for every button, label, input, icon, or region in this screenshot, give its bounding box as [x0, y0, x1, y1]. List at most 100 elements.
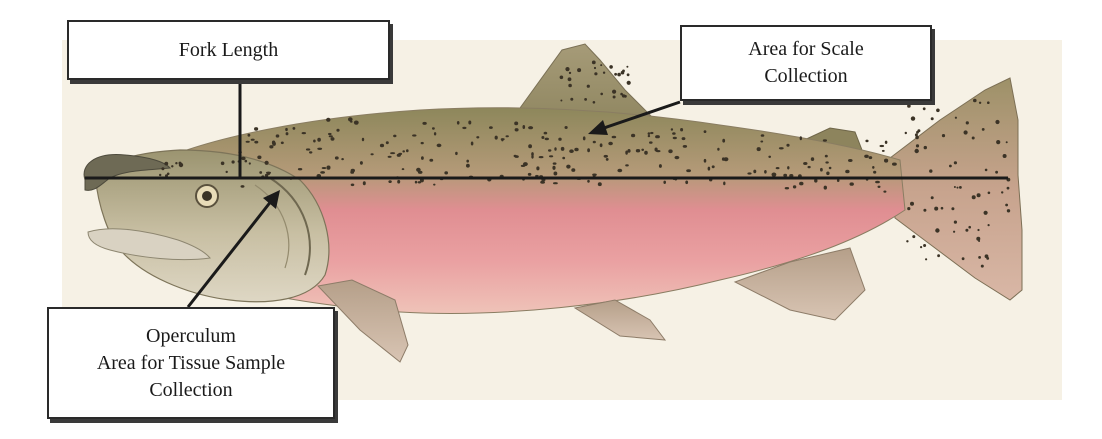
spot [924, 146, 927, 149]
spot [966, 121, 969, 124]
spot [587, 85, 590, 88]
spot [402, 168, 405, 170]
spot [471, 142, 474, 146]
spot [923, 107, 926, 110]
spot [985, 169, 988, 172]
spot [506, 135, 509, 137]
spot [600, 64, 602, 66]
spot [907, 207, 910, 210]
spot [412, 134, 416, 136]
spot [793, 185, 796, 188]
tissue-label-line3: Collection [149, 377, 232, 404]
spot [570, 98, 573, 101]
spot [604, 155, 608, 158]
spot [232, 160, 235, 163]
spot [925, 258, 927, 260]
spot [984, 211, 988, 215]
spot [641, 149, 644, 151]
spot [313, 140, 316, 143]
spot [317, 148, 322, 150]
spot [722, 139, 725, 143]
spot [351, 184, 355, 187]
spot [1003, 154, 1007, 158]
spot [648, 132, 651, 135]
spot [528, 126, 533, 129]
spot [941, 207, 944, 210]
spot [1001, 191, 1003, 193]
spot [251, 139, 255, 141]
spot [968, 226, 971, 229]
spot [915, 136, 919, 140]
spot [1007, 209, 1010, 212]
spot [785, 187, 789, 189]
spot [882, 150, 885, 152]
spot [167, 173, 170, 176]
spot [614, 73, 617, 76]
spot [954, 221, 957, 224]
spot [776, 167, 780, 169]
spot [489, 126, 493, 129]
spot [988, 192, 991, 195]
spot [455, 152, 458, 155]
spot [539, 156, 544, 158]
spot [514, 122, 518, 126]
spot [528, 173, 532, 176]
spot [248, 134, 251, 137]
spot [560, 76, 564, 80]
spot [221, 162, 225, 166]
spot [916, 144, 919, 147]
spot [761, 134, 765, 137]
scale-area-label-line2: Collection [764, 63, 847, 90]
spot [808, 166, 811, 168]
spot [672, 132, 676, 135]
spot [826, 172, 829, 176]
spot [949, 165, 952, 168]
spot [594, 72, 597, 75]
spot [799, 182, 803, 186]
spot [553, 182, 558, 184]
spot [625, 164, 629, 166]
spot [246, 141, 250, 143]
spot [912, 235, 915, 238]
spot [627, 149, 630, 153]
spot [331, 137, 335, 141]
spot [326, 118, 330, 122]
spot [905, 132, 907, 134]
spot [285, 128, 288, 131]
spot [686, 169, 691, 172]
spot [954, 161, 957, 164]
spot [917, 129, 920, 132]
spot [351, 169, 355, 173]
spot [571, 168, 575, 172]
spot [823, 139, 827, 141]
spot [982, 128, 985, 131]
spot [309, 151, 312, 153]
spot [254, 141, 258, 144]
spot [371, 153, 374, 155]
spot [298, 168, 302, 170]
spot [528, 144, 532, 148]
spot [531, 155, 533, 159]
spot [515, 128, 519, 131]
spot [885, 141, 888, 144]
spot [624, 95, 627, 98]
scale-area-label-box: Area for Scale Collection [680, 25, 932, 101]
spot [845, 170, 849, 174]
spot [161, 167, 164, 170]
spot [421, 156, 424, 160]
spot [972, 195, 976, 199]
spot [418, 171, 423, 174]
spot [883, 191, 886, 193]
spot [545, 138, 549, 141]
spot [996, 140, 1000, 144]
spot [600, 93, 603, 96]
spot [800, 136, 802, 140]
spot [540, 181, 545, 184]
spot [606, 158, 609, 161]
spot [335, 156, 339, 159]
spot [981, 265, 984, 268]
spot [390, 152, 395, 154]
spot [583, 136, 586, 140]
spot [865, 140, 868, 143]
spot [760, 141, 763, 143]
